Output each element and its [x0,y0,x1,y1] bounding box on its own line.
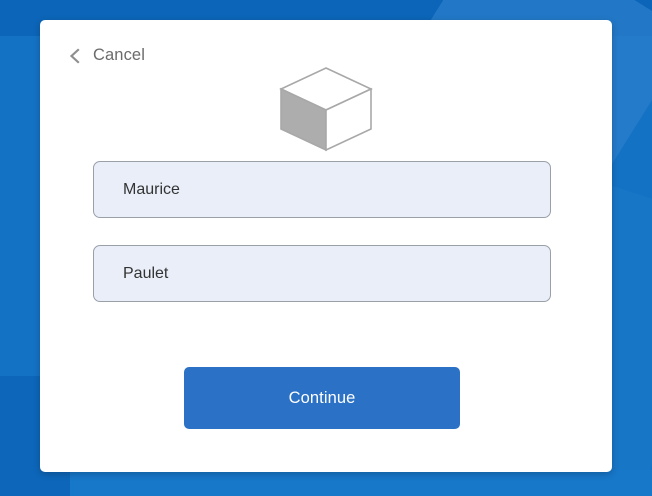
cancel-label: Cancel [93,46,145,64]
cube-3d-glyph [279,67,373,152]
continue-button[interactable]: Continue [184,367,460,429]
first-name-field[interactable] [93,161,551,218]
cube-3d-icon [277,65,375,153]
background-shape-bottom-band [70,470,652,496]
cancel-button[interactable]: Cancel [66,46,145,65]
chevron-left-icon [69,47,80,64]
last-name-field[interactable] [93,245,551,302]
signup-card: Cancel Continue [40,20,612,472]
